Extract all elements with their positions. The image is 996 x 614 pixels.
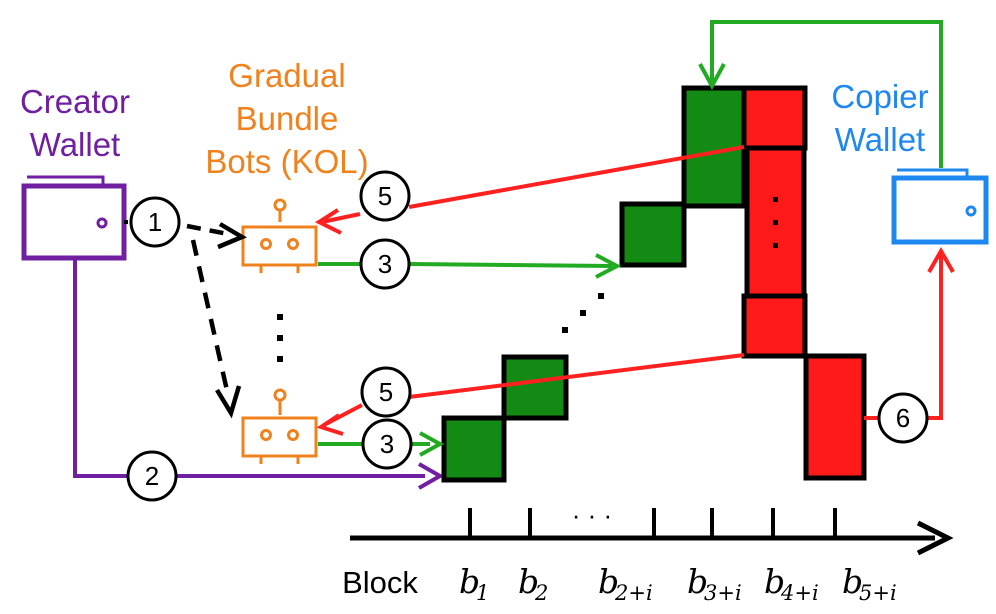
svg-text:2: 2 bbox=[145, 461, 159, 491]
wallet-icon bbox=[891, 168, 989, 245]
block-label-b5i: b 5+i bbox=[842, 562, 897, 605]
svg-text:Bundle: Bundle bbox=[236, 100, 339, 137]
svg-text:b: b bbox=[764, 562, 785, 601]
svg-text:1: 1 bbox=[476, 581, 489, 605]
copier-label-line1: Copier bbox=[831, 78, 928, 115]
buy-block-b2 bbox=[501, 354, 569, 421]
sell-block-b4i-top bbox=[741, 85, 808, 151]
svg-text:3+i: 3+i bbox=[704, 581, 742, 605]
creator-arrowhead bbox=[418, 462, 445, 490]
sell-block-b5i bbox=[803, 353, 867, 481]
axis-label: Block bbox=[342, 565, 418, 600]
block-label-b3i: b 3+i bbox=[687, 562, 742, 605]
axis-ellipsis: · · · bbox=[572, 500, 612, 530]
svg-text:6: 6 bbox=[896, 403, 910, 433]
step-1: 1 bbox=[129, 196, 181, 248]
svg-text:1: 1 bbox=[148, 207, 162, 237]
step-6: 6 bbox=[877, 392, 929, 444]
step-5-top: 5 bbox=[359, 170, 411, 222]
funding-dashed-arrows bbox=[186, 222, 248, 419]
svg-text:2+i: 2+i bbox=[614, 581, 653, 605]
block-label-b2: b 2 bbox=[518, 562, 548, 605]
svg-text:b: b bbox=[518, 562, 539, 601]
buy-blocks bbox=[441, 85, 747, 483]
svg-text:Bots (KOL): Bots (KOL) bbox=[205, 143, 368, 180]
svg-text:b: b bbox=[842, 562, 863, 601]
block-label-b2i: b 2+i bbox=[598, 562, 653, 605]
buy-block-b2i bbox=[619, 201, 687, 268]
copier-label-line2: Wallet bbox=[835, 121, 925, 158]
svg-text:b: b bbox=[687, 562, 708, 601]
svg-text:b: b bbox=[598, 562, 619, 601]
block-axis: · · · Block b 1 b 2 b 2+i b 3+i b 4+i b … bbox=[342, 500, 954, 605]
svg-text:5+i: 5+i bbox=[859, 581, 897, 605]
copier-wallet: Copier Wallet bbox=[831, 78, 989, 245]
bots-label: Gradual Bundle Bots (KOL) bbox=[205, 57, 368, 180]
step-5-bottom: 5 bbox=[360, 366, 412, 418]
step-3-top: 3 bbox=[359, 238, 411, 290]
block-label-b1: b 1 bbox=[459, 562, 489, 605]
sell-column-ellipsis bbox=[773, 197, 778, 248]
bot-buy-arrows bbox=[318, 253, 622, 457]
step-2: 2 bbox=[126, 450, 178, 502]
block-label-b4i: b 4+i bbox=[764, 562, 819, 605]
copier-sell-arrowhead bbox=[927, 246, 955, 273]
svg-text:5: 5 bbox=[378, 181, 392, 211]
svg-text:2: 2 bbox=[534, 581, 548, 605]
svg-text:b: b bbox=[459, 562, 480, 601]
svg-text:5: 5 bbox=[379, 377, 393, 407]
creator-to-block-line bbox=[73, 258, 425, 478]
creator-label-line2: Wallet bbox=[30, 126, 120, 163]
copier-buy-line bbox=[710, 20, 943, 168]
creator-label-line1: Creator bbox=[20, 83, 130, 120]
copier-buy-arrowhead bbox=[698, 63, 726, 91]
wallet-icon bbox=[21, 175, 127, 261]
svg-text:Gradual: Gradual bbox=[228, 57, 345, 94]
sell-block-b4i-bottom bbox=[741, 293, 808, 359]
buy-block-b1 bbox=[441, 415, 507, 483]
step-3-bottom: 3 bbox=[361, 418, 413, 470]
svg-text:3: 3 bbox=[378, 249, 392, 279]
diagonal-ellipsis bbox=[562, 293, 604, 333]
bots-vertical-ellipsis bbox=[277, 314, 283, 362]
creator-wallet: Creator Wallet bbox=[20, 83, 130, 261]
bot-robot-icon bbox=[241, 388, 318, 464]
bot-robot-icon bbox=[241, 198, 318, 273]
bot-sell-arrows bbox=[314, 145, 745, 436]
svg-text:3: 3 bbox=[380, 429, 394, 459]
svg-text:4+i: 4+i bbox=[780, 581, 819, 605]
